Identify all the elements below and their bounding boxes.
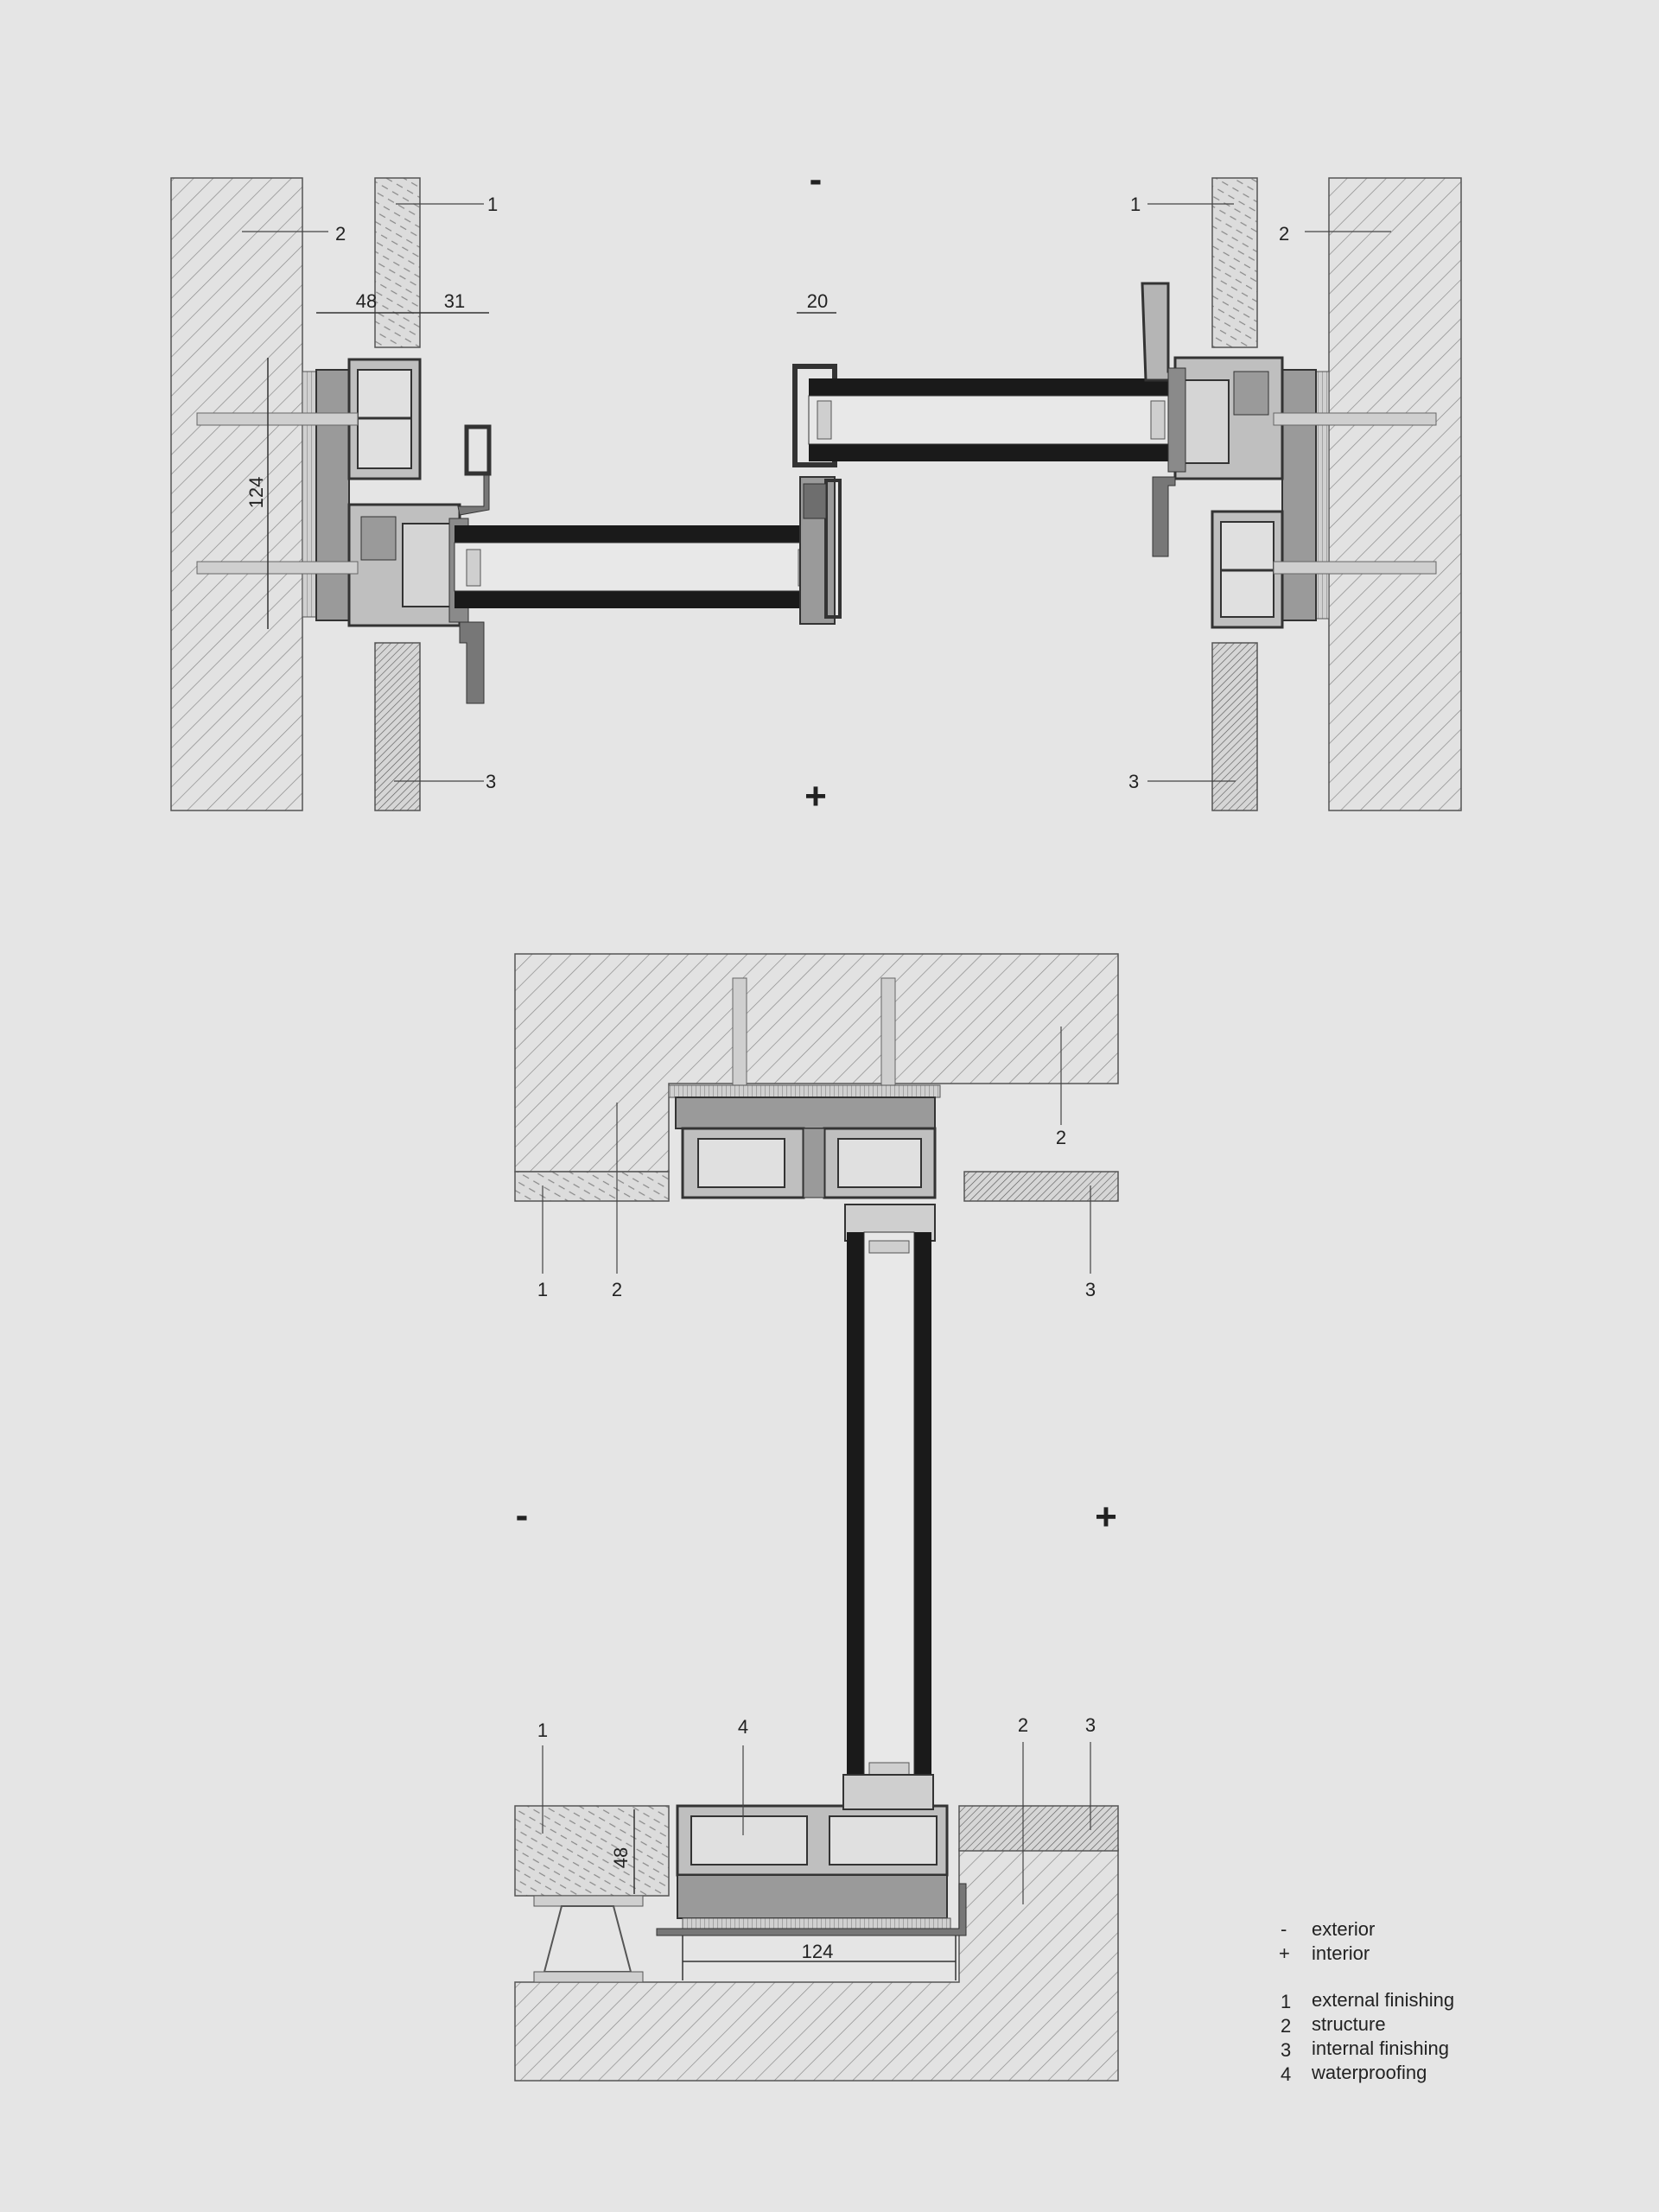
legend-text-1: external finishing: [1312, 1989, 1454, 2011]
bottom-leader-lines: [542, 1027, 1091, 1904]
legend-key-4: 4: [1281, 2063, 1291, 2085]
top-dimension-48: 48: [356, 290, 377, 312]
top-dimension-20: 20: [807, 290, 828, 312]
sill-external-finishing: [514, 1805, 670, 1897]
head-frame-profile: [668, 1084, 941, 1242]
sill-frame-profile: [656, 1774, 967, 1936]
head-label-2a: 2: [612, 1279, 622, 1300]
sill-dimension-48: 48: [610, 1847, 632, 1868]
top-dimension-lines: [267, 312, 836, 629]
sill-label-2: 2: [1018, 1714, 1028, 1736]
sill-support-shim: [533, 1895, 644, 1983]
legend-key-2: 2: [1281, 2015, 1291, 2037]
right-frame-profile: [1141, 282, 1330, 629]
legend-text-4: waterproofing: [1311, 2062, 1427, 2083]
legend: - exterior + interior 1 external finishi…: [1279, 1918, 1454, 2085]
sill-label-3: 3: [1085, 1714, 1096, 1736]
top-left-label-2: 2: [335, 223, 346, 245]
head-label-2b: 2: [1056, 1127, 1066, 1148]
legend-key-3: 3: [1281, 2039, 1291, 2061]
left-anchor-screws: [196, 412, 359, 575]
head-external-finishing: [514, 1171, 670, 1202]
top-interior-sign: +: [804, 775, 827, 817]
left-internal-finishing: [374, 642, 421, 811]
head-label-1: 1: [537, 1279, 548, 1300]
bottom-section: - + 1 2 2 3 1 4 2 3 48 124: [514, 953, 1119, 2082]
top-leader-lines: [242, 203, 1391, 782]
legend-text-interior: interior: [1312, 1942, 1370, 1964]
legend-key-exterior: -: [1281, 1918, 1287, 1940]
right-internal-finishing: [1211, 642, 1258, 811]
top-dimension-31: 31: [444, 290, 465, 312]
head-internal-finishing: [963, 1171, 1119, 1202]
top-section: - + 1 2 3 1 2 3 48 31 20 124: [170, 158, 1462, 817]
sill-label-1: 1: [537, 1719, 548, 1741]
legend-text-3: internal finishing: [1312, 2037, 1449, 2059]
bottom-dimension-lines: [633, 1809, 957, 1980]
left-glazing-unit: [454, 525, 825, 608]
right-glazing-unit: [808, 378, 1178, 461]
legend-text-2: structure: [1312, 2013, 1386, 2035]
right-structure-wall: [1328, 177, 1462, 811]
center-meeting-stile: [792, 364, 842, 625]
bottom-exterior-sign: -: [516, 1494, 529, 1536]
top-left-label-1: 1: [487, 194, 498, 215]
top-dimension-124: 124: [245, 477, 267, 509]
vertical-glazing-unit: [847, 1231, 931, 1776]
top-right-label-3: 3: [1128, 771, 1139, 792]
legend-text-exterior: exterior: [1312, 1918, 1375, 1940]
right-anchor-screws: [1273, 412, 1437, 575]
sill-label-4: 4: [738, 1716, 748, 1738]
sill-internal-finishing: [958, 1805, 1119, 1852]
right-external-finishing: [1211, 177, 1258, 348]
left-external-finishing: [374, 177, 421, 348]
top-exterior-sign: -: [810, 158, 823, 200]
sill-dimension-124: 124: [802, 1941, 834, 1962]
bottom-interior-sign: +: [1095, 1496, 1117, 1538]
top-right-label-2: 2: [1279, 223, 1289, 245]
top-right-label-1: 1: [1130, 194, 1141, 215]
legend-key-interior: +: [1279, 1942, 1290, 1964]
top-left-label-3: 3: [486, 771, 496, 792]
left-structure-wall: [170, 177, 303, 811]
head-label-3: 3: [1085, 1279, 1096, 1300]
legend-key-1: 1: [1281, 1991, 1291, 2012]
